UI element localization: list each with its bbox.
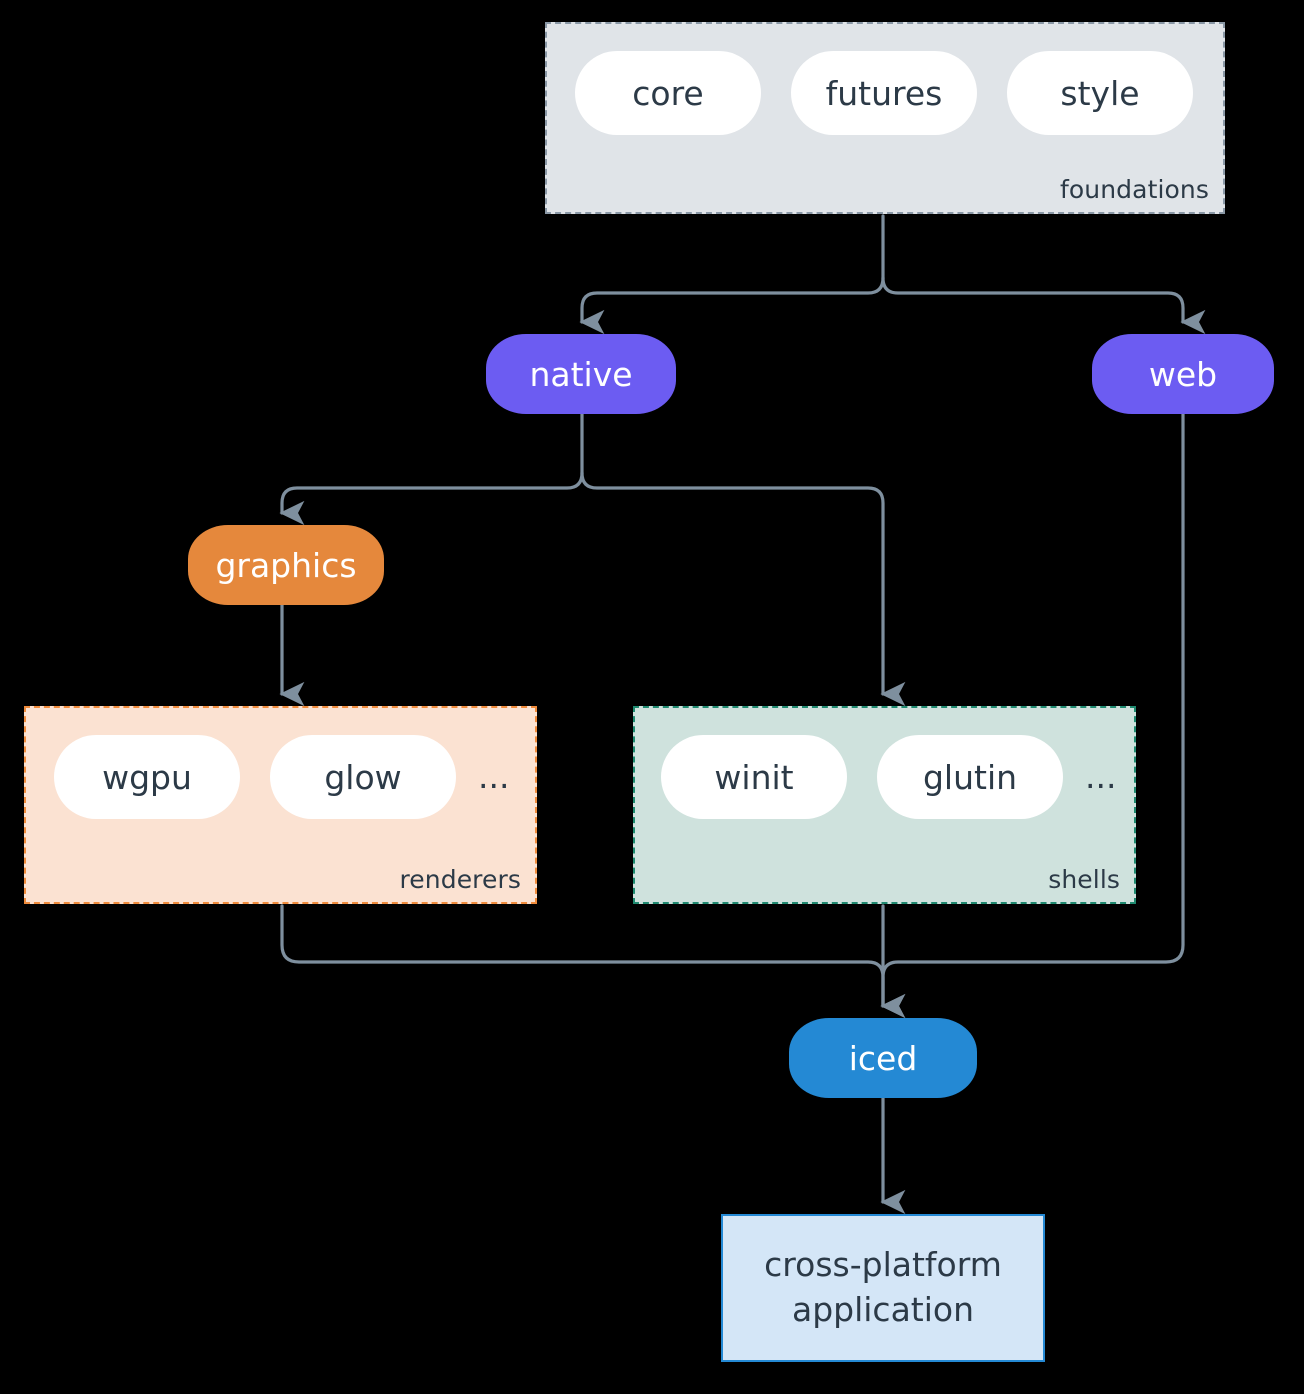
leaf-futures[interactable]: futures [791,51,977,135]
leaf-glutin[interactable]: glutin [877,735,1063,819]
foundations-leaf-row: core futures style [575,51,1193,135]
node-native[interactable]: native [486,334,676,414]
shells-leaf-row: winit glutin ... [661,735,1120,819]
app-label-line1: cross-platform [764,1245,1002,1285]
edge-native-shells [580,471,906,707]
edge-renderers-iced [280,904,906,1019]
cluster-label-renderers: renderers [399,865,521,894]
renderers-ellipsis: ... [478,757,510,797]
leaf-glow[interactable]: glow [270,735,456,819]
app-label-line2: application [791,1290,975,1329]
node-cross-platform-application[interactable]: cross-platform application [721,1214,1045,1362]
node-web[interactable]: web [1092,334,1274,414]
shells-ellipsis: ... [1085,757,1117,797]
leaf-wgpu[interactable]: wgpu [54,735,240,819]
leaf-winit[interactable]: winit [661,735,847,819]
cluster-shells: winit glutin ... shells [633,706,1136,904]
cluster-label-shells: shells [1048,865,1120,894]
cluster-label-foundations: foundations [1060,175,1209,204]
leaf-style[interactable]: style [1007,51,1193,135]
cluster-renderers: wgpu glow ... renderers [24,706,537,904]
edge-foundations-native [579,276,885,335]
leaf-core[interactable]: core [575,51,761,135]
edge-native-graphics [279,471,584,526]
node-graphics[interactable]: graphics [188,525,384,605]
renderers-leaf-row: wgpu glow ... [54,735,513,819]
cluster-foundations: core futures style foundations [545,22,1225,214]
node-iced[interactable]: iced [789,1018,977,1098]
edge-foundations-web [881,276,1206,335]
